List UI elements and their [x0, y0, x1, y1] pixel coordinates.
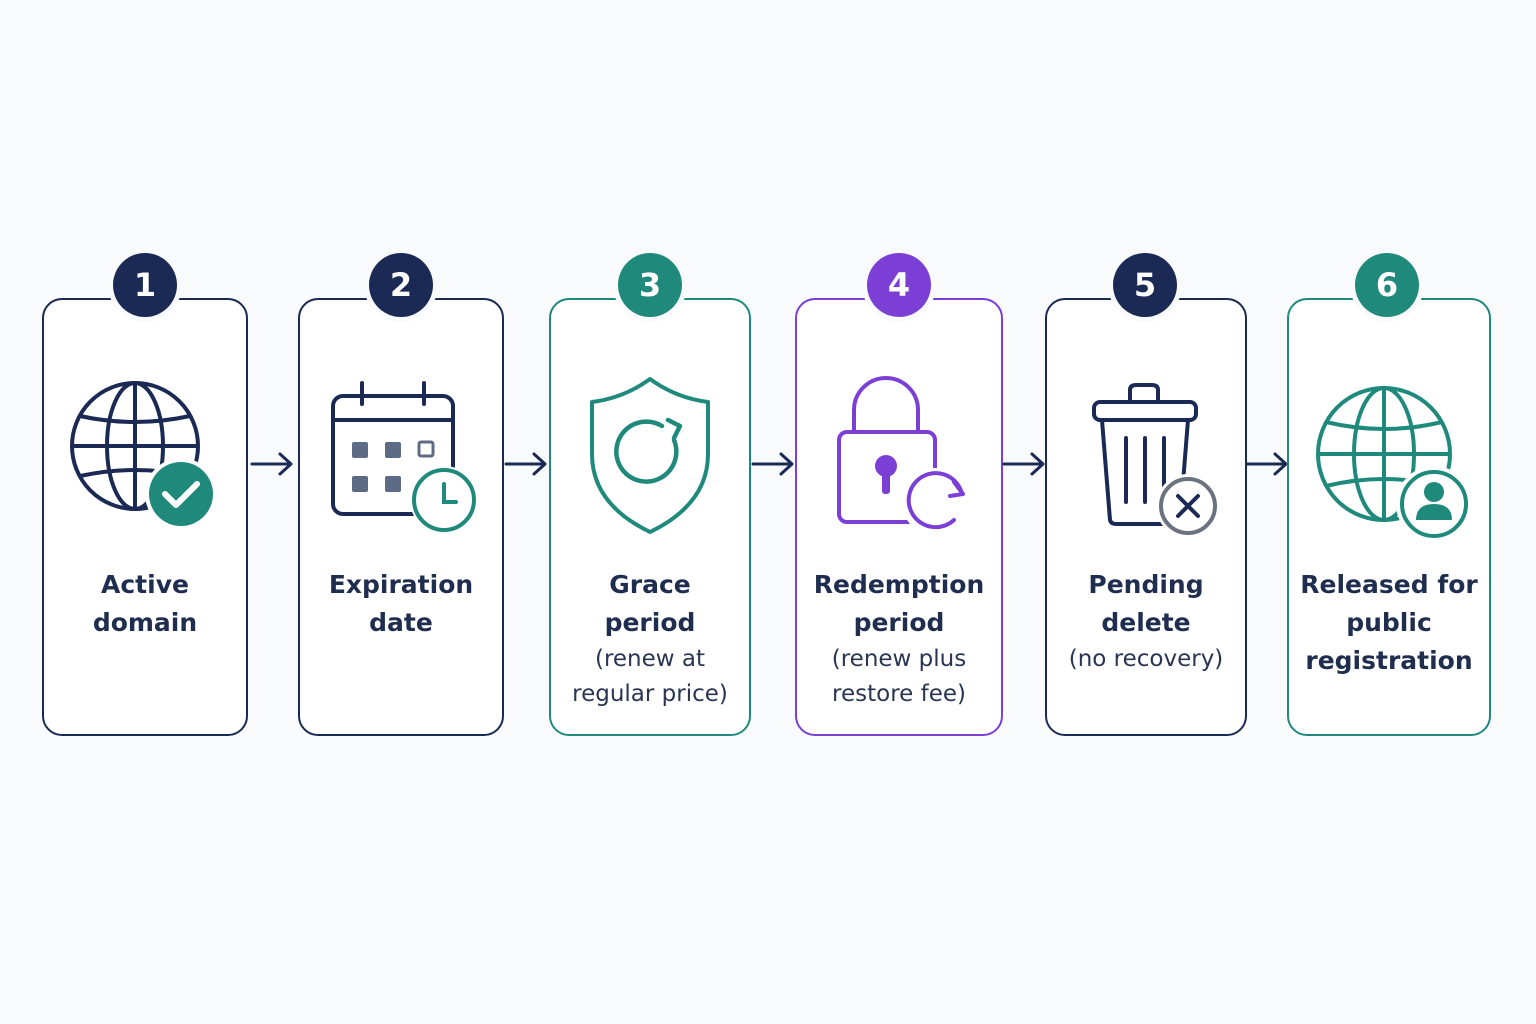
step-title-line: period [853, 608, 945, 637]
step-label-5: Pending delete (no recovery) [1041, 566, 1251, 677]
step-title-line: Released for [1300, 570, 1478, 599]
step-title-line: Grace [609, 570, 691, 599]
step-title-line: Pending [1088, 570, 1204, 599]
step-label-6: Released for public registration [1284, 566, 1494, 680]
step-badge-2: 2 [369, 253, 433, 317]
step-label-4: Redemption period (renew plus restore fe… [794, 566, 1004, 712]
step-label-1: Active domain [40, 566, 250, 642]
step-title-line: registration [1305, 646, 1473, 675]
step-title-line: period [604, 608, 696, 637]
arrow-icon [751, 452, 794, 476]
step-card-1 [42, 298, 248, 736]
arrow-icon [1245, 452, 1288, 476]
step-badge-6: 6 [1355, 253, 1419, 317]
step-card-3 [549, 298, 751, 736]
globe-user-icon [1316, 386, 1472, 542]
arrow-icon [1002, 452, 1045, 476]
step-subtitle-line: (no recovery) [1068, 646, 1224, 672]
step-badge-3: 3 [618, 253, 682, 317]
arrow-icon [250, 452, 293, 476]
step-label-3: Grace period (renew at regular price) [545, 566, 755, 712]
shield-refresh-icon [590, 377, 710, 534]
step-subtitle-line: (renew at [594, 646, 706, 672]
arrow-icon [504, 452, 547, 476]
trash-x-icon [1092, 383, 1220, 538]
calendar-clock-icon [331, 381, 478, 534]
step-title-line: delete [1101, 608, 1191, 637]
step-subtitle-line: regular price) [572, 681, 728, 707]
step-label-2: Expiration date [296, 566, 506, 642]
step-badge-4: 4 [867, 253, 931, 317]
globe-check-icon [70, 381, 217, 530]
step-title-line: domain [92, 608, 198, 637]
step-subtitle-line: restore fee) [832, 681, 966, 707]
step-subtitle-line: (renew plus [831, 646, 967, 672]
step-title-line: date [369, 608, 433, 637]
step-card-4 [795, 298, 1003, 736]
lock-refresh-icon [837, 376, 970, 536]
step-badge-5: 5 [1113, 253, 1177, 317]
step-badge-1: 1 [113, 253, 177, 317]
step-title-line: Expiration [328, 570, 474, 599]
step-title-line: public [1346, 608, 1432, 637]
step-title-line: Redemption [813, 570, 985, 599]
step-title-line: Active [101, 570, 189, 599]
